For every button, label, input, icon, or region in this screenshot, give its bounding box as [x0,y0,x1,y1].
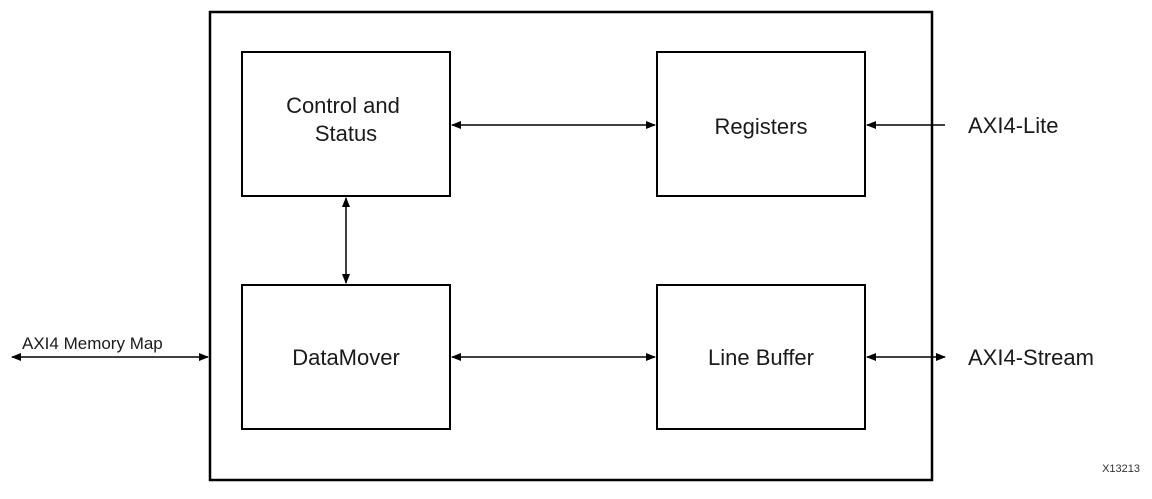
axi4-lite-label: AXI4-Lite [968,113,1059,138]
control-status-label-line2: Status [315,121,377,146]
figure-id: X13213 [1102,463,1140,475]
axi4-memory-map-label: AXI4 Memory Map [22,334,163,353]
axi4-stream-label: AXI4-Stream [968,345,1094,370]
registers-label: Registers [715,114,808,139]
datamover-block [241,284,451,430]
control-status-block [241,51,451,197]
line-buffer-block [656,284,866,430]
line-buffer-label: Line Buffer [708,345,814,370]
datamover-label: DataMover [292,345,400,370]
control-status-label-line1: Control and [286,93,400,118]
control-status-label: Control and Status [286,93,406,146]
registers-block [656,51,866,197]
